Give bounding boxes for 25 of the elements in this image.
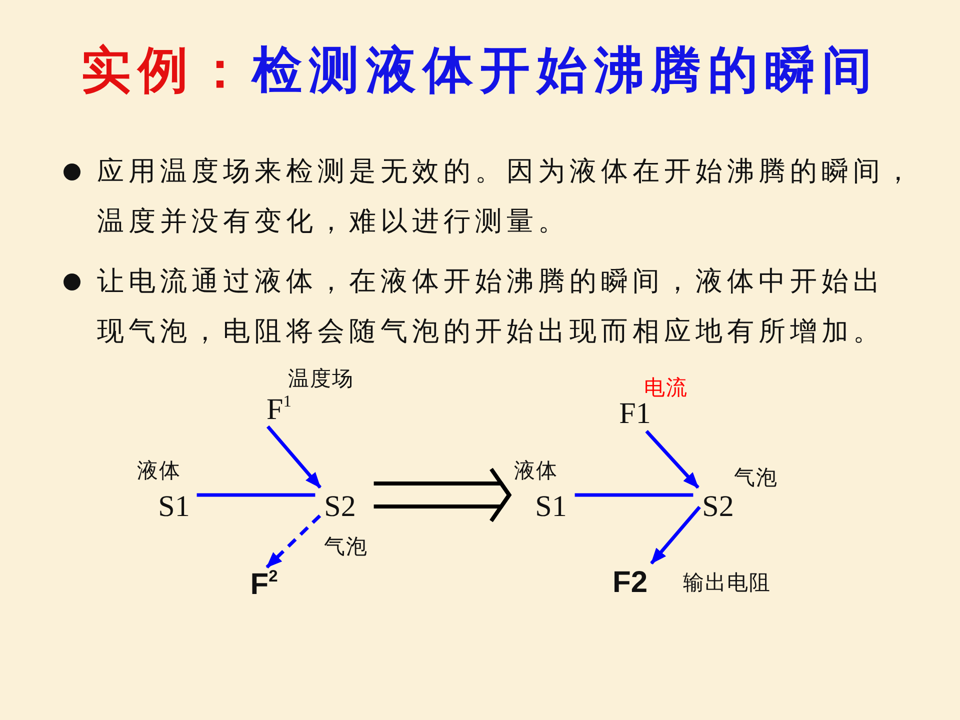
dashed-arrow (266, 514, 322, 568)
arrow (645, 430, 700, 489)
variable-label: F$^{1}$ (266, 395, 292, 425)
variable-label: S2 (702, 492, 734, 522)
connector-line (574, 493, 694, 497)
variable-label: S2 (324, 492, 356, 522)
connector-line (196, 493, 316, 497)
bullet-text: 让电流通过液体，在液体开始沸腾的瞬间，液体中开始出现气泡，电阻将会随气泡的开始出现而相应地有所增加。 (97, 265, 886, 349)
bullet-text: 应用温度场来检测是无效的。因为液体在开始沸腾的瞬间，温度并没有变化，难以进行测量。 (97, 155, 917, 239)
annotation-label: 气泡 (324, 536, 368, 558)
annotation-label: 液体 (137, 460, 181, 482)
arrow (650, 506, 701, 565)
annotation-label: 气泡 (734, 468, 778, 488)
annotation-label: 电流 (644, 378, 688, 398)
annotation-label: 输出电阻 (683, 572, 771, 594)
variable-label: F$^{2}$ (250, 570, 278, 600)
variable-label: F1 (619, 399, 651, 429)
variable-label: S1 (535, 492, 567, 522)
arrow (266, 425, 322, 489)
variable-label: F2 (612, 568, 648, 598)
slide-title: 实例：检测液体开始沸腾的瞬间 (80, 39, 880, 101)
variable-label: S1 (158, 492, 190, 522)
double-arrow (372, 467, 512, 523)
annotation-label: 温度场 (288, 368, 354, 390)
annotation-label: 液体 (514, 460, 558, 482)
